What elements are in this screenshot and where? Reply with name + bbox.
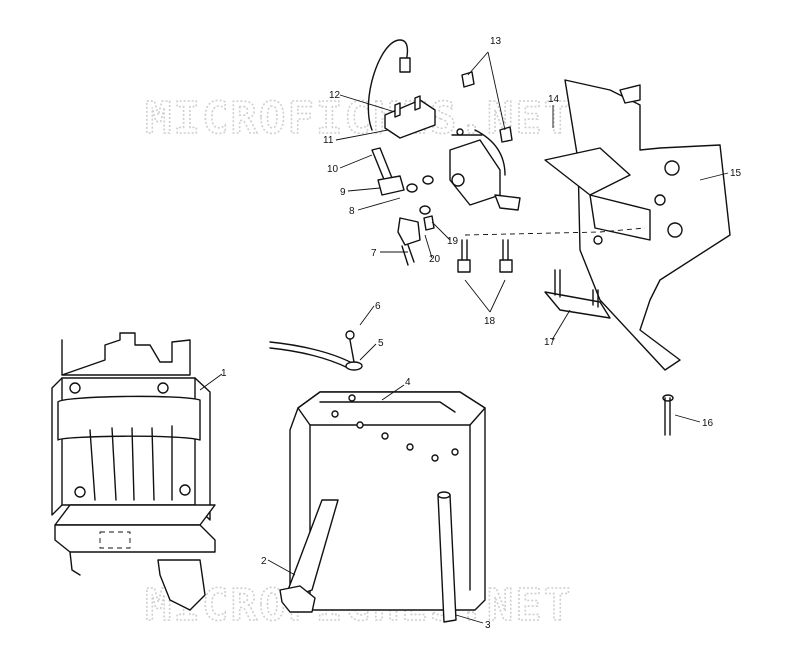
callout-16: 16 (702, 418, 714, 429)
leader-lines (199, 51, 729, 624)
callout-2: 2 (261, 556, 267, 567)
callout-11: 11 (323, 135, 334, 146)
rivet (662, 394, 674, 436)
assembly-line (464, 227, 646, 236)
battery-cable (269, 330, 363, 371)
callout-7: 7 (371, 248, 377, 259)
callout-15: 15 (730, 168, 742, 179)
callout-20: 20 (429, 254, 441, 265)
vent-tube (437, 491, 457, 623)
battery (289, 391, 486, 611)
starter-solenoid-assembly (367, 39, 521, 266)
mounting-bolts (457, 239, 513, 273)
mounting-bracket (544, 79, 731, 371)
callout-12: 12 (329, 90, 341, 101)
callout-9: 9 (340, 187, 346, 198)
callout-5: 5 (378, 338, 384, 349)
callout-4: 4 (405, 377, 411, 388)
callouts: 1 2 3 4 5 6 7 8 9 10 11 12 13 14 15 16 1… (221, 36, 742, 631)
callout-19: 19 (447, 236, 459, 247)
callout-13: 13 (490, 36, 502, 47)
callout-17: 17 (544, 337, 556, 348)
callout-3: 3 (485, 620, 491, 631)
callout-1: 1 (221, 368, 227, 379)
clamp-plate (544, 269, 611, 319)
callout-8: 8 (349, 206, 355, 217)
callout-6: 6 (375, 301, 381, 312)
battery-holder (51, 332, 216, 611)
callout-14: 14 (548, 94, 560, 105)
callout-18: 18 (484, 316, 496, 327)
battery-strap (279, 499, 339, 613)
callout-10: 10 (327, 164, 339, 175)
